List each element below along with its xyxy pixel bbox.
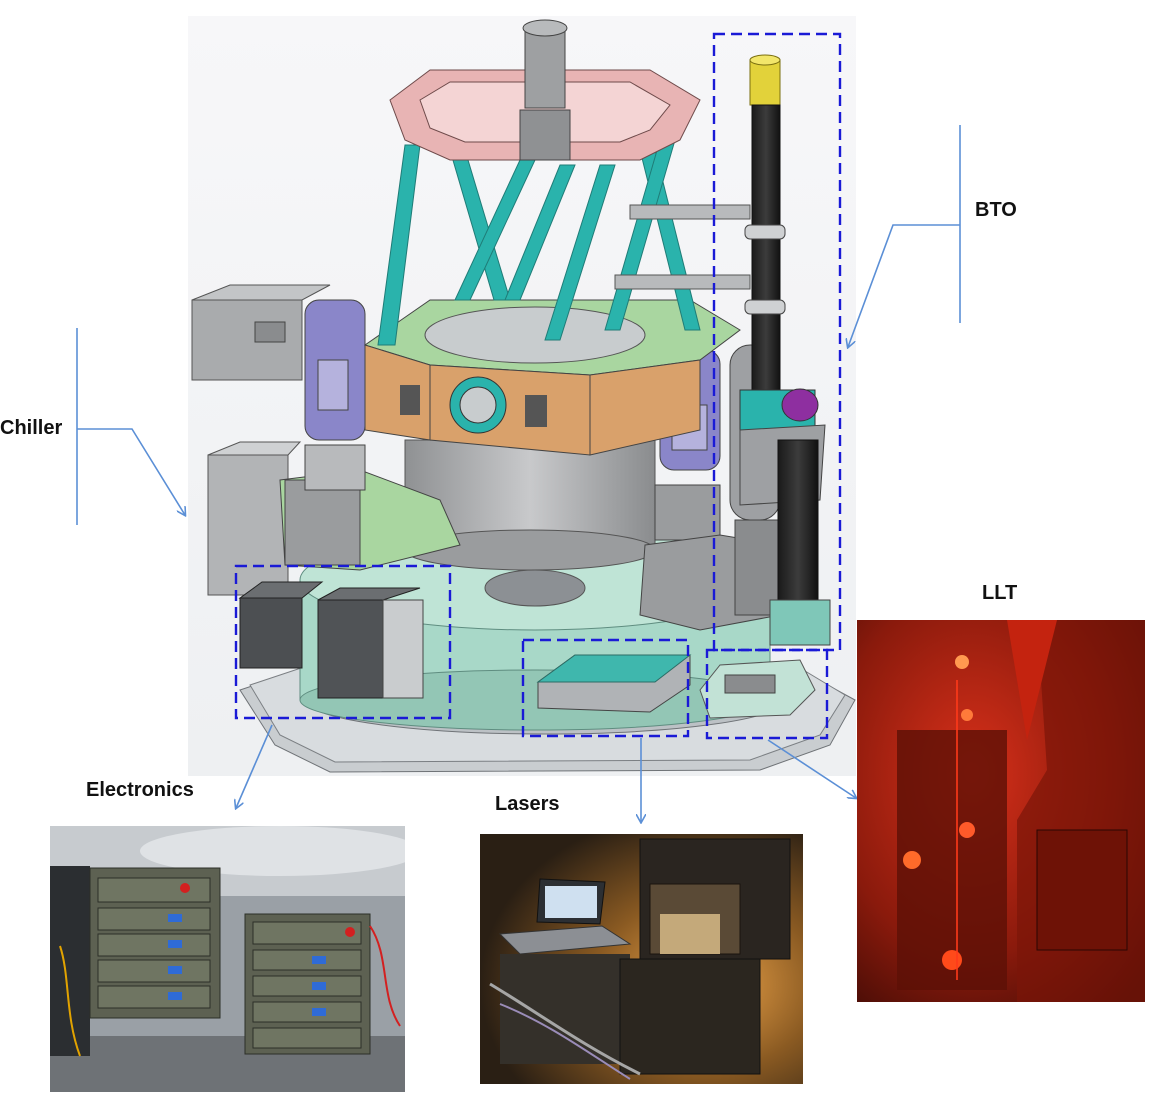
llt-callout [767,739,856,798]
lasers-box [536,654,692,713]
electronics-callout [236,724,273,808]
electronics-boxes [238,581,424,699]
llt-bench [699,659,816,719]
llt-label: LLT [982,582,1018,604]
lasers-photo [480,834,803,1084]
electronics-label: Electronics [86,779,194,801]
electronics-region-box [234,564,452,720]
lasers-label: Lasers [495,793,560,815]
llt-photo [857,620,1145,1002]
dashed-regions [234,32,842,740]
lasers-region-box [521,638,690,738]
chiller-label: Chiller [0,417,63,439]
elevation-yoke [363,299,741,456]
electronics-photo [50,826,405,1092]
chiller-unit [191,284,331,596]
chiller-callout [76,328,185,525]
llt-region-box [705,648,829,740]
central-drum [404,439,656,571]
bto-callout [848,125,961,347]
top-ring [389,19,701,161]
bto-tube [614,54,831,646]
bto-label: BTO [975,199,1017,221]
left-elevation-mount [279,299,461,571]
